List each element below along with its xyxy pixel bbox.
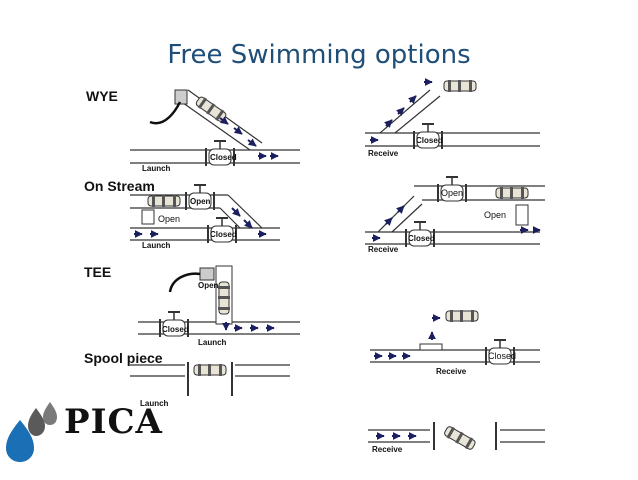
on-stream-receive-closed-label: Closed [408, 234, 435, 243]
tee-launch-label: Launch [198, 338, 227, 347]
section-spool-piece: Spool piece [84, 350, 163, 366]
wye-receive-diagram: Closed Receive [365, 78, 540, 158]
section-tee: TEE [84, 264, 112, 280]
on-stream-diagram: Closed Open Open Launch [130, 184, 280, 250]
wye-launch-label: Launch [142, 164, 171, 173]
spool-receive-diagram: Receive [368, 422, 545, 454]
on-stream-valve-open-label: Open [190, 197, 211, 206]
on-stream-receive-label: Receive [368, 245, 399, 254]
on-stream-bypass-open-label: Open [158, 214, 180, 224]
wye-receive-label: Receive [368, 149, 399, 158]
on-stream-receive-diagram: Closed Open Open Receive [365, 176, 545, 254]
on-stream-launch-label: Launch [142, 241, 171, 250]
tee-receive-label: Receive [436, 367, 467, 376]
pica-logo-drops-icon [6, 402, 57, 462]
section-on-stream: On Stream [84, 178, 155, 194]
spool-receive-label: Receive [372, 445, 403, 454]
pica-logo-text: PICA [64, 402, 163, 442]
on-stream-receive-bypass-open-label: Open [484, 210, 506, 220]
tee-valve-open-label: Open [198, 281, 219, 290]
on-stream-receive-open-label: Open [441, 188, 463, 198]
tee-receive-diagram: Closed Receive [370, 309, 540, 376]
tee-valve-closed-label: Closed [162, 325, 189, 334]
wye-receive-closed-label: Closed [416, 136, 443, 145]
section-wye: WYE [86, 88, 118, 104]
spool-launch-label: Launch [140, 399, 169, 408]
wye-diagram: Closed Launch [130, 89, 300, 173]
tee-receive-closed-label: Closed [488, 351, 516, 361]
slide-title: Free Swimming options [167, 40, 471, 70]
tee-diagram: Closed Open Launch [138, 265, 300, 347]
wye-valve-closed-label: Closed [210, 153, 237, 162]
on-stream-valve-closed-label: Closed [210, 230, 237, 239]
spool-piece-diagram: Launch [130, 362, 290, 408]
